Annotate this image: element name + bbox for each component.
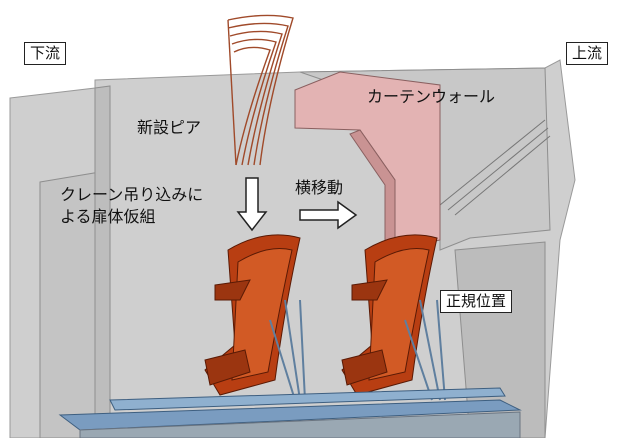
left-inner-column <box>94 85 111 438</box>
label-lateral-move: 横移動 <box>295 178 344 197</box>
label-crane-line-2: よる扉体仮組 <box>60 207 156 226</box>
label-crane-assembly: クレーン吊り込みに よる扉体仮組 <box>60 184 203 228</box>
label-final-position: 正規位置 <box>440 290 513 313</box>
label-crane-line-1: クレーン吊り込みに <box>60 185 204 204</box>
new-pier-arc <box>227 14 294 166</box>
left-pier-column <box>39 171 101 438</box>
label-new-pier: 新設ピア <box>137 118 202 137</box>
steel-base-frame <box>58 387 522 438</box>
label-downstream: 下流 <box>24 42 67 65</box>
down-arrow-icon <box>236 177 268 232</box>
gate-body-right <box>341 234 438 396</box>
support-frames <box>269 299 446 401</box>
right-arrow-icon <box>299 200 358 230</box>
gate-body-left <box>204 234 301 396</box>
label-upstream: 上流 <box>566 42 609 65</box>
label-curtain-wall: カーテンウォール <box>367 87 496 106</box>
slope-hatching <box>439 119 551 216</box>
